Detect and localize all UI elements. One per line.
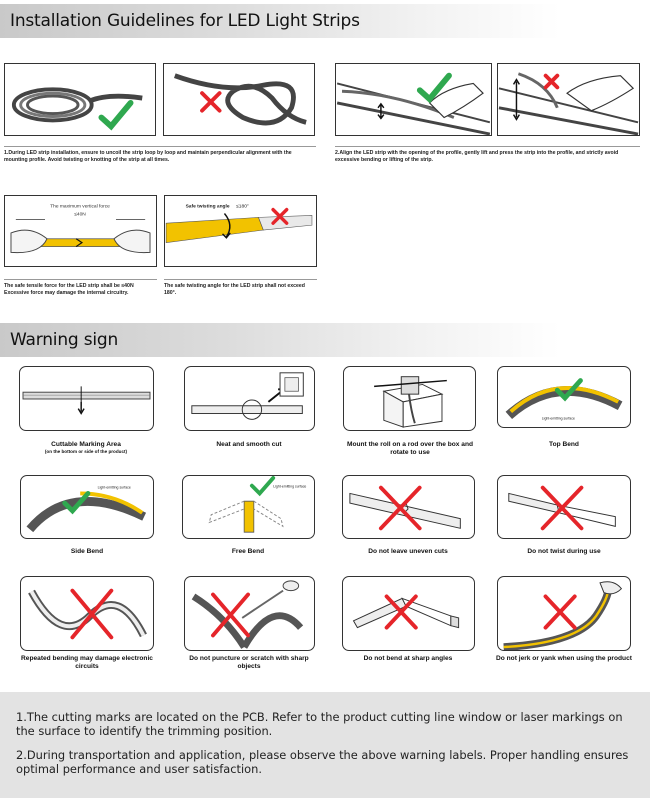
warning-uneven-cut-image — [342, 475, 475, 539]
warning-label-smooth-cut: Neat and smooth cut — [216, 441, 282, 448]
warning-label-side-bend: Side Bend — [70, 548, 104, 555]
warning-jerk-image — [497, 576, 631, 651]
warning-label-cut-marking: Cuttable Marking Area (on the bottom or … — [44, 441, 128, 454]
force-caption: The safe tensile force for the LED strip… — [4, 279, 157, 296]
warning-repeated-bending-image — [20, 576, 154, 651]
warning-puncture-image — [184, 576, 315, 651]
warning-label-free-bend: Free Bend — [231, 548, 265, 555]
warning-label-puncture: Do not puncture or scratch with sharp ob… — [189, 655, 309, 670]
tensile-force-illustration: The maximum vertical force ≤40N — [4, 195, 157, 267]
twist-value-label: ≤180° — [236, 204, 249, 210]
warning-twist-image — [497, 475, 631, 539]
side-bend-surface-label: Light-emitting surface — [98, 486, 131, 490]
warning-mount-roll-image — [343, 366, 476, 431]
free-bend-surface-label: Light-emitting surface — [273, 485, 306, 489]
note-cutting-marks: 1.The cutting marks are located on the P… — [16, 710, 623, 738]
warning-label-top-bend: Top Bend — [549, 441, 579, 448]
warning-cut-marking-image — [19, 366, 154, 431]
twist-caption: The safe twisting angle for the LED stri… — [164, 279, 317, 296]
warning-label-repeated-bending: Repeated bending may damage electronic c… — [21, 655, 153, 670]
warning-side-bend-image: Light-emitting surface — [20, 475, 154, 539]
warning-label-sharp-angle: Do not bend at sharp angles — [363, 655, 453, 662]
installation-section-title: Installation Guidelines for LED Light St… — [0, 4, 560, 38]
align-caption: 2.Align the LED strip with the opening o… — [335, 146, 640, 163]
align-profile-correct-illustration — [335, 63, 492, 136]
twisting-angle-illustration: Safe twisting angle ≤180° — [164, 195, 317, 267]
top-bend-surface-label: Light-emitting surface — [542, 416, 575, 420]
warning-smooth-cut-image — [184, 366, 315, 431]
max-force-label: The maximum vertical force — [50, 204, 110, 210]
warning-free-bend-image: Light-emitting surface — [182, 475, 315, 539]
knotted-strip-illustration — [163, 63, 315, 136]
warning-label-uneven-cut: Do not leave uneven cuts — [368, 548, 448, 555]
warning-label-twist: Do not twist during use — [527, 548, 601, 555]
notes-panel: 1.The cutting marks are located on the P… — [0, 692, 650, 798]
force-value-label: ≤40N — [74, 211, 86, 217]
align-profile-wrong-illustration — [497, 63, 640, 136]
warning-section-title: Warning sign — [0, 323, 560, 357]
uncoil-caption: 1.During LED strip installation, ensure … — [4, 146, 316, 163]
safe-twist-label: Safe twisting angle — [186, 204, 230, 210]
warning-sharp-angle-image — [342, 576, 475, 651]
uncoil-correct-illustration — [4, 63, 156, 136]
note-transport: 2.During transportation and application,… — [16, 748, 629, 776]
warning-label-jerk: Do not jerk or yank when using the produ… — [496, 655, 632, 662]
warning-top-bend-image: Light-emitting surface — [497, 366, 631, 428]
warning-label-mount-roll: Mount the roll on a rod over the box and… — [346, 441, 473, 456]
